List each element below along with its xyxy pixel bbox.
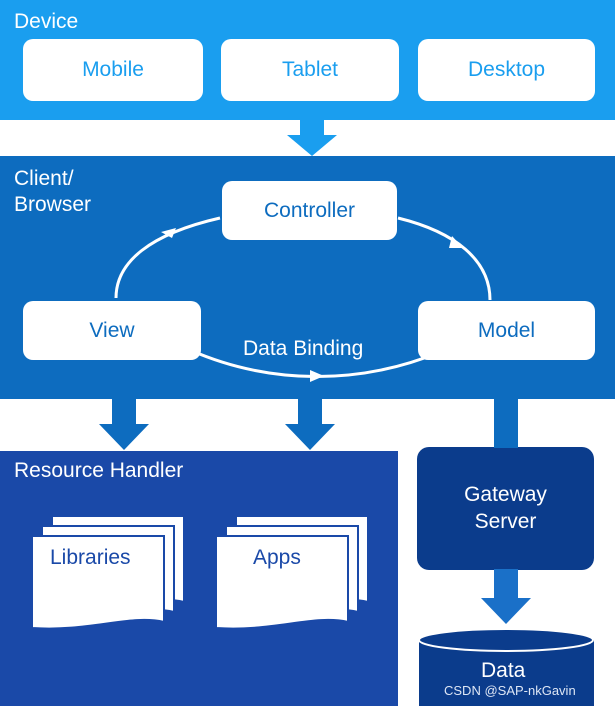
apps-label: Apps (253, 546, 301, 569)
arrowhead-to-model-icon (449, 236, 463, 248)
model-box: Model (418, 301, 595, 360)
arrowhead-to-view-icon (161, 228, 176, 238)
device-tablet-box: Tablet (221, 39, 399, 101)
apps-document-stack-icon (215, 515, 369, 630)
client-to-resource-arrow-left (99, 398, 149, 450)
client-title-line2: Browser (14, 193, 92, 216)
arrowhead-data-binding-icon (310, 370, 324, 382)
data-cylinder-icon (418, 628, 594, 706)
libraries-document-stack-icon (31, 515, 185, 630)
data-label: Data (481, 659, 526, 682)
gateway-label-line1: Gateway (464, 483, 547, 506)
client-to-gateway-connector (494, 398, 518, 448)
device-mobile-box: Mobile (23, 39, 203, 101)
controller-to-view-arc (114, 216, 221, 299)
watermark-text: CSDN @SAP-nkGavin (444, 683, 576, 698)
client-to-resource-arrow-right (285, 398, 335, 450)
gateway-to-data-arrow (481, 569, 531, 624)
libraries-label: Libraries (50, 546, 131, 569)
gateway-server-box (417, 447, 594, 570)
data-binding-label: Data Binding (243, 337, 364, 360)
controller-box: Controller (222, 181, 397, 240)
resource-title: Resource Handler (14, 459, 184, 482)
view-box: View (23, 301, 201, 360)
controller-to-model-arc (397, 216, 492, 301)
gateway-label-line2: Server (474, 510, 537, 533)
client-title-line1: Client/ (14, 167, 74, 190)
device-title: Device (14, 10, 79, 33)
device-to-client-arrow (287, 119, 337, 156)
device-desktop-box: Desktop (418, 39, 595, 101)
